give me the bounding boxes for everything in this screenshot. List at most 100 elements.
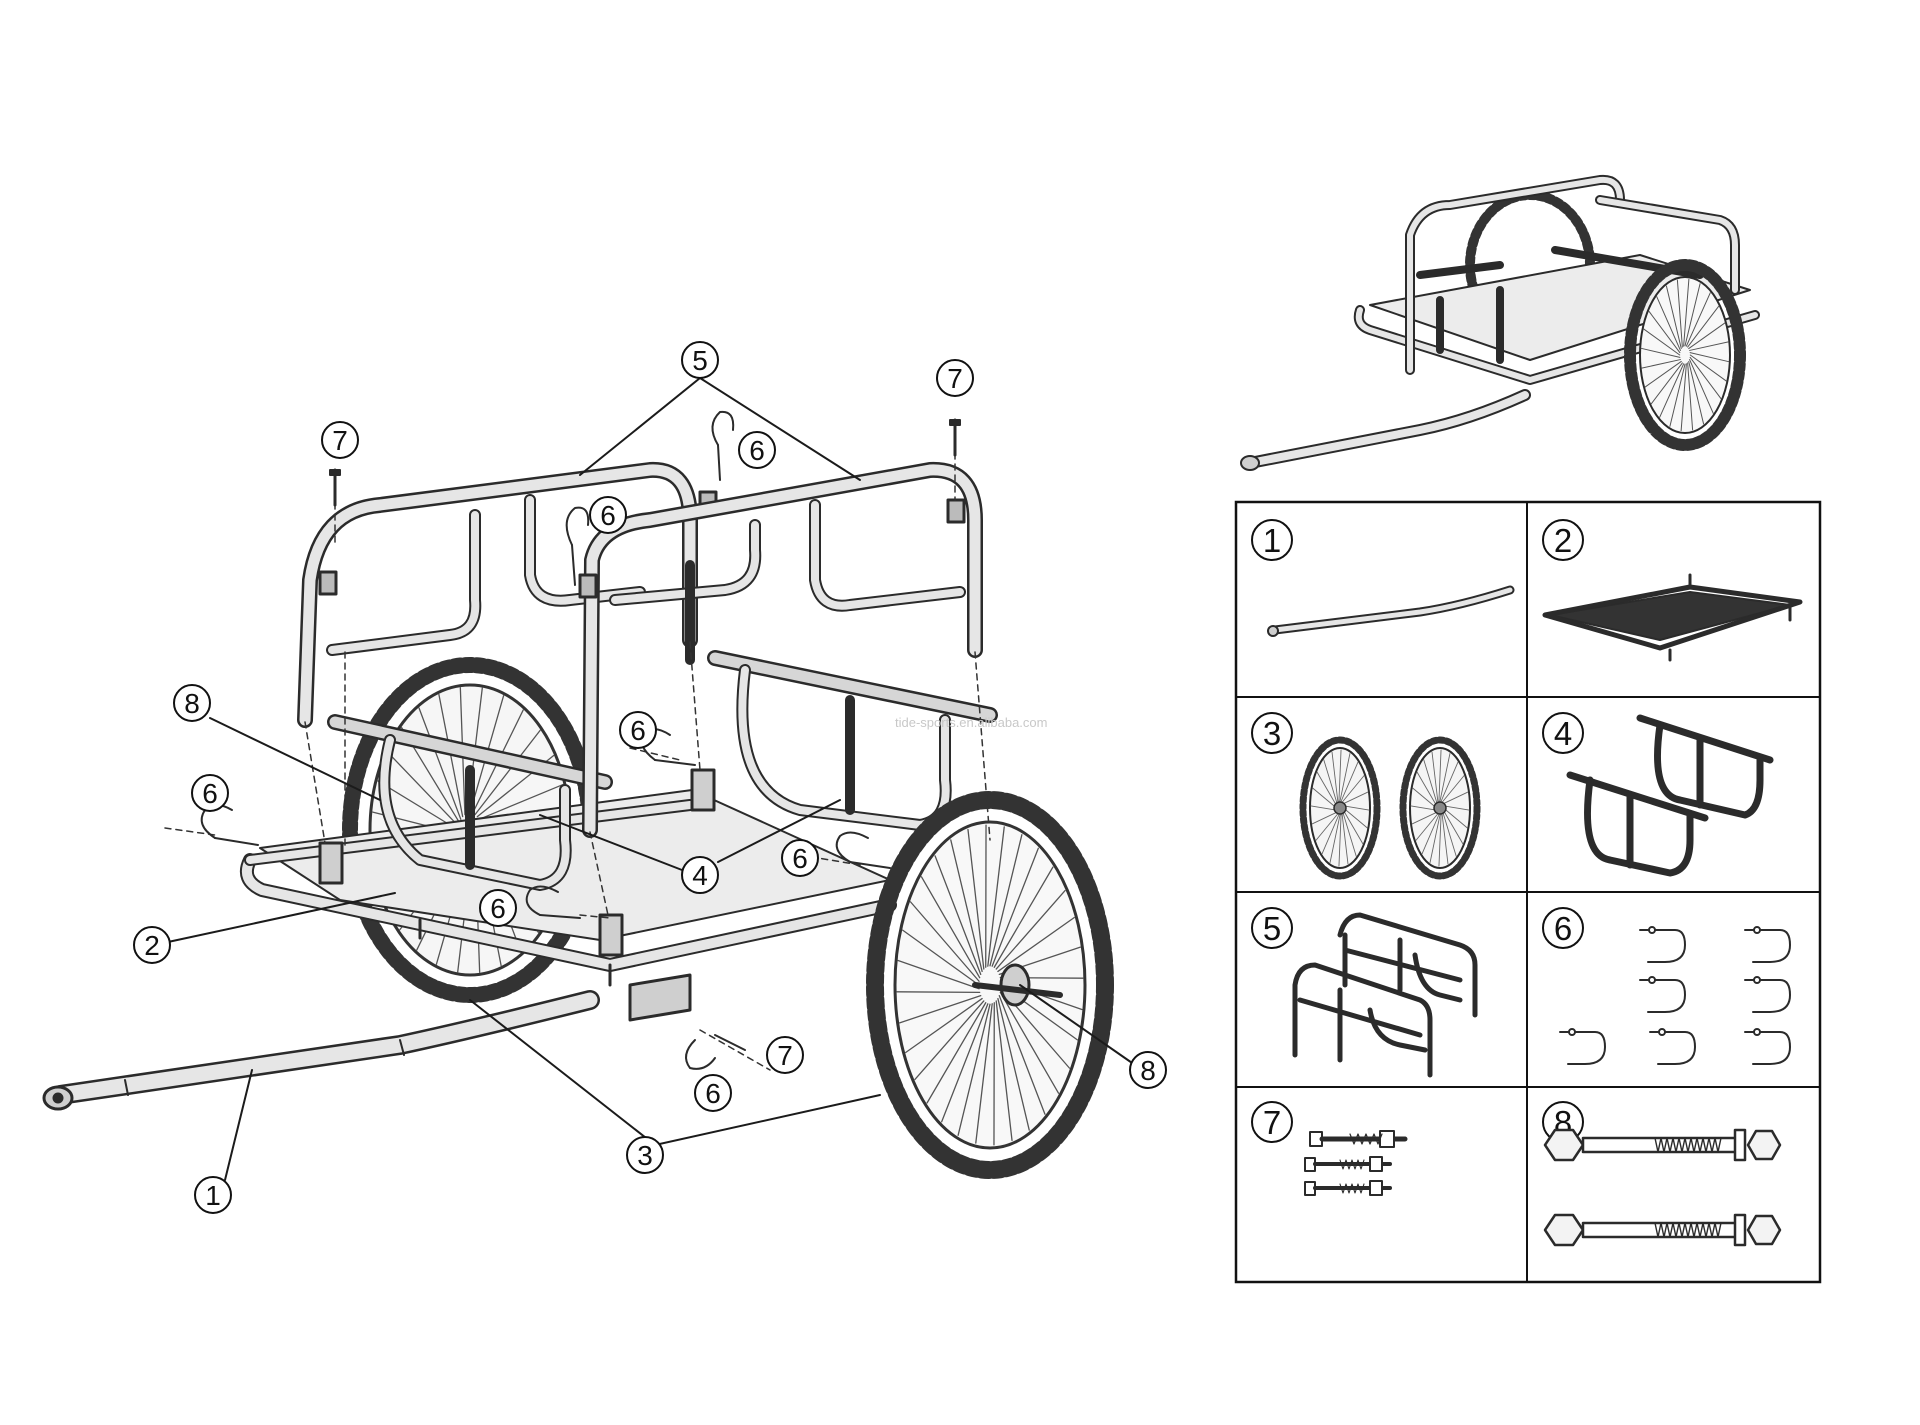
spoke <box>1656 296 1681 351</box>
svg-text:1: 1 <box>205 1180 221 1211</box>
spoke <box>1659 363 1685 418</box>
small-bolts-icon <box>1304 1130 1408 1196</box>
svg-text:2: 2 <box>1554 522 1572 559</box>
spoke <box>1412 787 1437 809</box>
tow-bar <box>42 990 600 1111</box>
callout-7-right: 7 <box>936 359 974 397</box>
spoke <box>1331 751 1339 803</box>
spoke <box>1429 814 1441 863</box>
spoke <box>1342 811 1357 857</box>
svg-text:7: 7 <box>947 363 963 394</box>
hitch-pin <box>1649 1031 1696 1065</box>
svg-text:3: 3 <box>1263 715 1281 752</box>
part-cell-4: 4 <box>1542 712 1584 754</box>
spoke <box>1648 310 1681 354</box>
spoke <box>1688 322 1726 350</box>
spoke <box>993 866 1054 968</box>
callout-7-bottom: 7 <box>766 1036 804 1074</box>
svg-text:6: 6 <box>749 435 765 466</box>
spoke <box>920 876 981 979</box>
spoke <box>1687 305 1720 348</box>
hitch-pin-ring <box>1648 926 1656 934</box>
spoke <box>1441 813 1449 865</box>
svg-text:8: 8 <box>184 688 200 719</box>
spoke <box>1411 811 1438 825</box>
svg-text:6: 6 <box>705 1078 721 1109</box>
part-cell-7: 7 <box>1251 1101 1293 1143</box>
spoke <box>1689 356 1722 400</box>
spoke <box>1676 279 1683 348</box>
part-cell-2: 2 <box>1542 519 1584 561</box>
spoke <box>941 1003 989 1123</box>
spoke <box>1687 362 1694 431</box>
spoke <box>1641 359 1681 369</box>
spoke <box>1438 749 1442 802</box>
spoke <box>1441 775 1465 803</box>
hitch-pin-ring <box>1753 926 1761 934</box>
spoke <box>1340 761 1359 802</box>
callout-7-left: 7 <box>321 421 359 459</box>
callout-8-left: 8 <box>173 684 211 722</box>
hitch-pin <box>1639 979 1686 1013</box>
spoke <box>1341 813 1349 865</box>
part-cell-6: 6 <box>1542 907 1584 949</box>
spoke <box>387 751 460 827</box>
spoke <box>1650 362 1683 405</box>
watermark: tide-sports.en.alibaba.com <box>895 715 1047 730</box>
callout-8-right: 8 <box>1129 1051 1167 1089</box>
axle-bolts-icon <box>1543 1128 1782 1247</box>
side-rail-front <box>327 714 613 891</box>
spoke <box>1689 359 1714 414</box>
callout-6-top: 6 <box>738 431 776 469</box>
svg-text:2: 2 <box>144 930 160 961</box>
spoke <box>1644 360 1682 388</box>
spoke <box>1640 347 1681 358</box>
callout-3: 3 <box>626 1136 664 1174</box>
spoke <box>1643 328 1681 356</box>
spoke <box>1423 759 1438 805</box>
callout-6-mid: 6 <box>619 711 657 749</box>
spoke <box>896 991 981 993</box>
callout-6-upper: 6 <box>589 496 627 534</box>
spoke <box>478 783 564 820</box>
part-cell-3: 3 <box>1251 712 1293 754</box>
hitch-pin-ring <box>1568 1028 1576 1036</box>
spoke <box>1689 354 1727 382</box>
svg-text:6: 6 <box>202 778 218 809</box>
spoke <box>1312 787 1337 809</box>
hitch-pin <box>1744 929 1791 963</box>
callout-6-bottom: 6 <box>694 1074 732 1112</box>
spoke <box>377 780 459 831</box>
callout-6-right: 6 <box>781 839 819 877</box>
spoke <box>909 901 980 982</box>
svg-text:1: 1 <box>1263 522 1281 559</box>
hitch-pin-ring <box>1648 976 1656 984</box>
callout-5: 5 <box>681 341 719 379</box>
spoke <box>901 929 980 986</box>
spoke <box>418 707 462 820</box>
spoke <box>1421 814 1440 855</box>
svg-text:5: 5 <box>692 345 708 376</box>
hitch-pin <box>1639 929 1686 963</box>
spoke <box>1438 814 1442 867</box>
spoke <box>1323 759 1338 805</box>
leader-lines <box>167 377 1136 1181</box>
spoke <box>1342 809 1364 845</box>
spoke <box>1685 292 1711 347</box>
spoke <box>1683 278 1690 347</box>
spoke <box>989 834 1023 967</box>
hitch-pin <box>1744 979 1791 1013</box>
part-cell-5: 5 <box>1251 907 1293 949</box>
svg-text:7: 7 <box>777 1040 793 1071</box>
spoke <box>1442 809 1464 845</box>
end-frames-icon <box>1292 912 1478 1078</box>
svg-text:5: 5 <box>1263 910 1281 947</box>
svg-text:4: 4 <box>1554 715 1572 752</box>
spoke <box>950 839 983 973</box>
spoke <box>1310 805 1338 811</box>
spoke <box>995 889 1066 970</box>
spoke <box>1315 813 1339 841</box>
spoke <box>914 1000 985 1081</box>
end-frame-right <box>578 461 983 838</box>
